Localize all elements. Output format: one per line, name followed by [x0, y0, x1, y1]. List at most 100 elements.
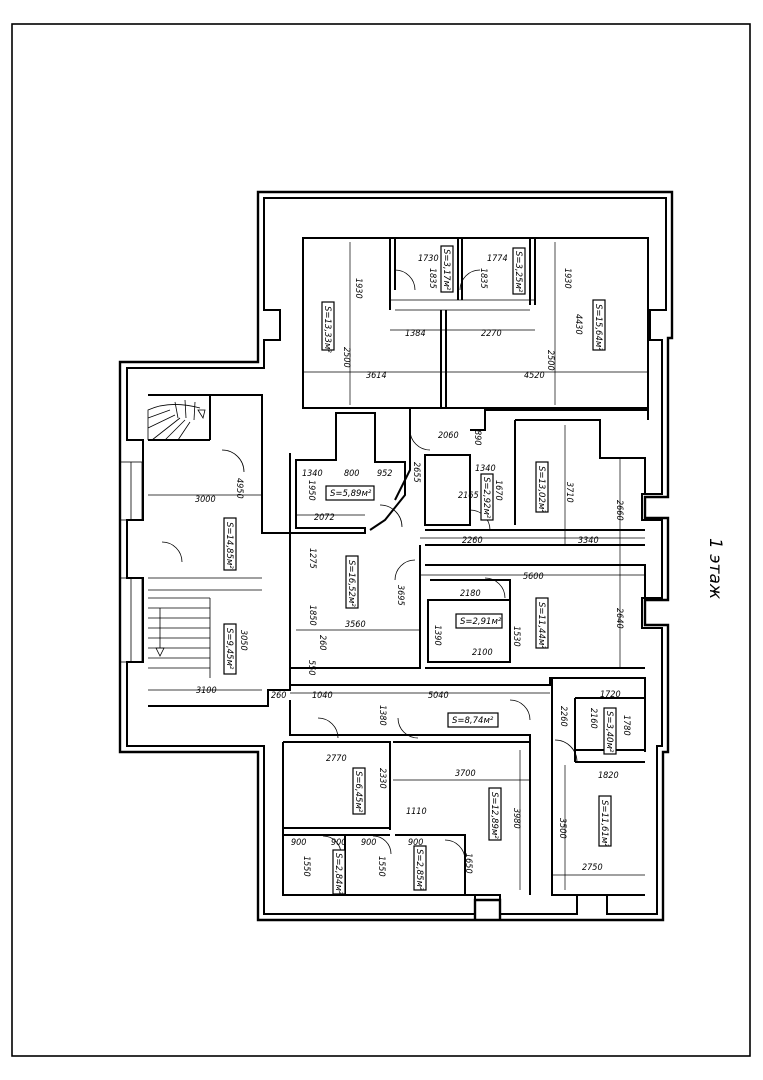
dim-label: 1040 [312, 691, 333, 701]
dim-label: 2260 [462, 536, 483, 546]
room-area-tag: S=11,61м² [598, 795, 612, 847]
svg-text:S=11,61м²: S=11,61м² [599, 800, 609, 847]
dim-label: 2060 [438, 431, 459, 441]
dim-label: 1340 [475, 464, 496, 474]
room-area-tag: S=8,74м² [447, 712, 499, 728]
dim-label: 2655 [411, 462, 421, 483]
room-area-tag: S=11,44м² [535, 597, 549, 649]
dim-label: 1550 [301, 856, 311, 877]
room-area-tag: S=3,25м² [512, 247, 526, 295]
dim-label: 2330 [377, 768, 387, 789]
room-area-tag: S=2,85м² [413, 845, 427, 891]
dim-label: 1380 [377, 705, 387, 726]
dim-label: 1930 [353, 278, 363, 299]
room-area-tag: S=6,45м² [352, 767, 366, 815]
dim-label: 5600 [523, 572, 544, 582]
dim-label: 1650 [463, 853, 473, 874]
dim-label: 1384 [405, 329, 426, 339]
dimension-lines [148, 242, 648, 890]
dim-label: 1930 [562, 268, 572, 289]
dim-label: 2500 [545, 350, 555, 371]
dim-label: 1550 [376, 856, 386, 877]
svg-text:S=2,92м²: S=2,92м² [481, 477, 491, 519]
dim-label: 4430 [573, 314, 583, 335]
dim-label: 800 [344, 469, 359, 479]
dim-label: 1730 [418, 254, 439, 264]
dim-label: 1390 [432, 625, 442, 646]
dim-label: 900 [361, 838, 376, 848]
room-area-tag: S=13,02м² [535, 461, 549, 513]
staircase-upper [147, 399, 206, 441]
room-area-tag: S=2,91м² [455, 613, 503, 629]
svg-text:S=3,25м²: S=3,25м² [513, 251, 523, 293]
dim-label: 1275 [307, 548, 317, 569]
dim-label: 260 [317, 635, 327, 650]
dim-label: 2160 [588, 708, 598, 729]
dim-label: 2640 [614, 608, 624, 629]
svg-text:S=2,91м²: S=2,91м² [460, 617, 502, 627]
dim-label: 550 [306, 660, 316, 675]
dim-label: 2260 [558, 706, 568, 727]
room-area-tags: S=13,33м² S=3,17м² S=3,25м² S=15,64м² S=… [223, 245, 617, 895]
dim-label: 1950 [306, 480, 316, 501]
room-area-tag: S=16,52м² [345, 555, 359, 609]
svg-text:S=8,74м²: S=8,74м² [452, 716, 494, 726]
dim-label: 2770 [326, 754, 347, 764]
dim-label: 3500 [557, 818, 567, 839]
room-area-tag: S=14,85м² [223, 517, 237, 571]
dim-label: 1670 [493, 480, 503, 501]
dim-label: 1820 [598, 771, 619, 781]
staircase-lower [148, 597, 211, 678]
svg-text:S=16,52м²: S=16,52м² [346, 560, 356, 607]
dim-label: 1835 [478, 268, 488, 289]
dim-label: 3340 [578, 536, 599, 546]
svg-text:S=12,89м²: S=12,89м² [489, 792, 499, 839]
room-area-tag: S=3,40м² [603, 707, 617, 755]
dim-label: 3980 [511, 808, 521, 829]
dim-label: 890 [472, 430, 482, 445]
dim-label: 1720 [600, 690, 621, 700]
svg-text:S=2,84м²: S=2,84м² [333, 853, 343, 895]
room-area-tag: S=13,33м² [321, 301, 335, 353]
dim-label: 5040 [428, 691, 449, 701]
dim-label: 2100 [472, 648, 493, 658]
dimension-labels: 1930 1730 1835 1774 1835 1930 4430 1384 … [195, 254, 631, 877]
floor-label: 1 этаж [705, 538, 725, 600]
dim-label: 1780 [621, 715, 631, 736]
svg-text:S=2,85м²: S=2,85м² [414, 849, 424, 891]
dim-label: 952 [377, 469, 392, 479]
svg-text:S=3,17м²: S=3,17м² [441, 249, 451, 291]
dim-label: 1110 [406, 807, 427, 817]
dim-label: 1850 [307, 605, 317, 626]
drawing-frame [11, 23, 751, 1057]
svg-text:S=13,33м²: S=13,33м² [322, 306, 332, 353]
svg-text:S=15,64м²: S=15,64м² [593, 304, 603, 351]
dim-label: 2750 [582, 863, 603, 873]
dim-label: 4950 [234, 478, 244, 499]
dim-label: 2660 [614, 500, 624, 521]
dim-label: 1340 [302, 469, 323, 479]
dim-label: 900 [291, 838, 306, 848]
svg-text:S=5,89м²: S=5,89м² [330, 489, 372, 499]
dim-label: 3560 [345, 620, 366, 630]
room-area-tag: S=12,89м² [488, 787, 502, 841]
dim-label: 3050 [238, 630, 248, 651]
dim-label: 900 [331, 838, 346, 848]
room-area-tag: S=5,89м² [325, 485, 375, 501]
dim-label: 260 [271, 691, 286, 701]
svg-text:S=14,85м²: S=14,85м² [224, 522, 234, 569]
room-area-tag: S=2,84м² [332, 849, 346, 895]
svg-text:S=6,45м²: S=6,45м² [353, 771, 363, 813]
exterior-walls [118, 190, 674, 922]
dim-label: 3614 [366, 371, 387, 381]
dim-label: 2072 [314, 513, 335, 523]
dim-label: 3000 [195, 495, 216, 505]
dim-label: 900 [408, 838, 423, 848]
room-area-tag: S=9,45м² [223, 623, 237, 675]
svg-text:S=13,02м²: S=13,02м² [536, 466, 546, 513]
dim-label: 2500 [341, 347, 351, 368]
dim-label: 2180 [460, 589, 481, 599]
room-area-tag: S=2,92м² [480, 473, 494, 521]
room-area-tag: S=15,64м² [592, 299, 606, 351]
svg-text:S=11,44м²: S=11,44м² [536, 602, 546, 649]
